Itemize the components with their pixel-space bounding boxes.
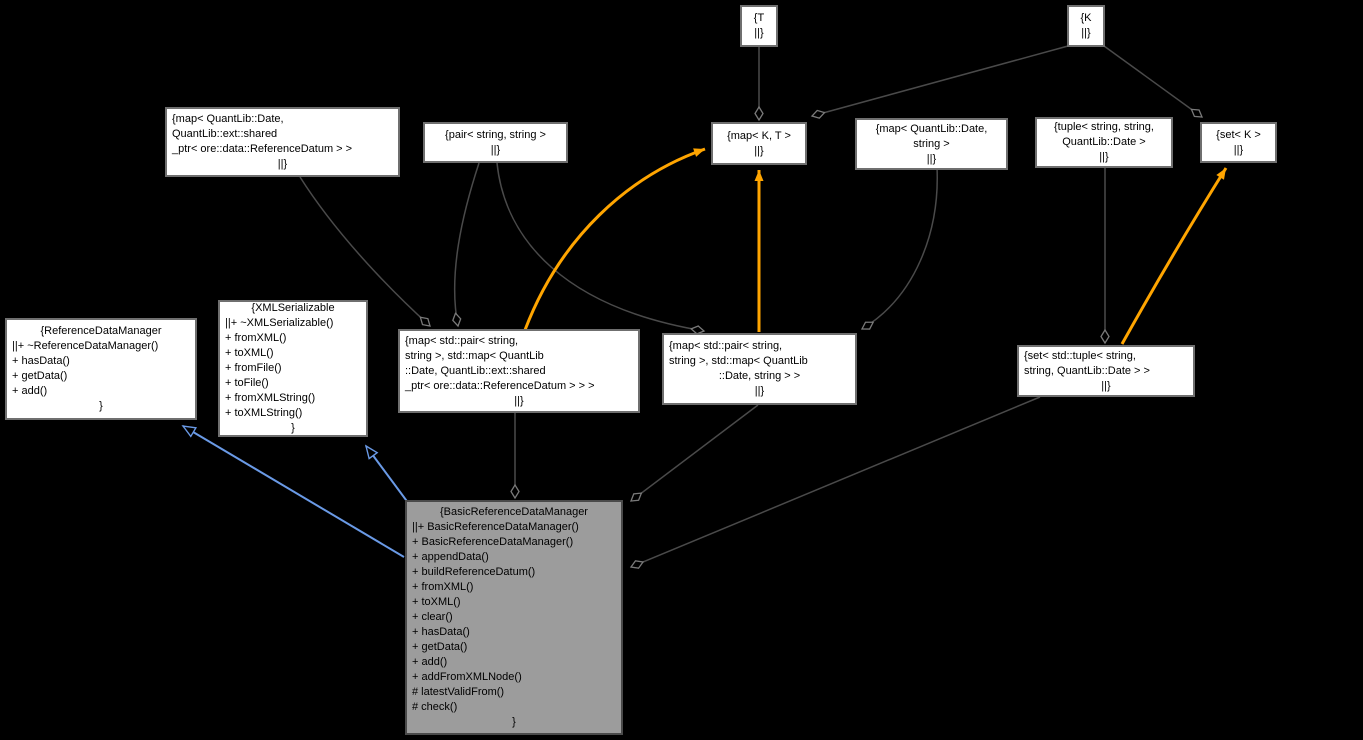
node-line: + toXMLString() xyxy=(225,407,303,419)
node-t[interactable]: {T ||} xyxy=(740,5,778,47)
node-tuple-string-string-date[interactable]: {tuple< string, string, QuantLib::Date >… xyxy=(1035,117,1173,168)
node-line: {set< K > xyxy=(1216,128,1261,141)
edge-basic-to-xml-serializable-inheritance xyxy=(364,444,410,505)
node-line: + hasData() xyxy=(412,626,470,638)
node-line: _ptr< ore::data::ReferenceDatum > > > xyxy=(405,379,595,392)
node-line: ||} xyxy=(1101,379,1111,392)
edge-pair-to-map-pair-map-refdatum xyxy=(455,162,480,326)
node-line: {map< QuantLib::Date, xyxy=(172,113,284,125)
node-line: # check() xyxy=(412,701,458,713)
node-line: string >, std::map< QuantLib xyxy=(669,355,808,367)
node-line: + fromXMLString() xyxy=(225,392,316,404)
edge-map-date-refdatum-to-map-pair-map-refdatum xyxy=(299,176,430,326)
edge-set-tuple-to-set-k-template xyxy=(1120,167,1228,345)
node-line: {map< std::pair< string, xyxy=(669,340,783,352)
node-line: {pair< string, string > xyxy=(445,128,546,141)
node-line: {XMLSerializable xyxy=(251,302,335,314)
node-line: ||} xyxy=(277,158,288,170)
node-line: ||+ ~XMLSerializable() xyxy=(225,317,334,329)
edge-map-pair-map-refdatum-to-map-k-t-template xyxy=(523,147,706,331)
node-map-k-t[interactable]: {map< K, T > ||} xyxy=(711,122,807,165)
node-line: ||} xyxy=(1081,27,1091,39)
node-line: # latestValidFrom() xyxy=(412,686,505,698)
node-line: + fromXML() xyxy=(225,332,287,344)
node-line: ||} xyxy=(754,27,764,39)
node-line: ||} xyxy=(926,152,937,165)
node-line: ::Date, string > > xyxy=(718,370,801,382)
node-line: ||+ ~ReferenceDataManager() xyxy=(12,340,159,352)
node-line: + add() xyxy=(12,385,48,397)
node-line: + BasicReferenceDataManager() xyxy=(412,536,574,548)
node-line: {set< std::tuple< string, xyxy=(1024,349,1136,362)
node-line: + addFromXMLNode() xyxy=(412,671,522,683)
edge-pair-to-map-pair-map-string xyxy=(496,162,704,331)
node-line: {T xyxy=(753,12,765,24)
node-line: + toXML() xyxy=(412,596,461,608)
node-line: ||} xyxy=(1099,151,1109,163)
edge-k-to-map-k-t xyxy=(812,45,1069,116)
node-k[interactable]: {K ||} xyxy=(1067,5,1105,47)
node-line: ||+ BasicReferenceDataManager() xyxy=(412,521,579,533)
node-map-date-refdatum[interactable]: {map< QuantLib::Date, QuantLib::ext::sha… xyxy=(165,107,400,177)
edge-k-to-set-k xyxy=(1103,45,1202,117)
node-line: {K xyxy=(1080,12,1092,24)
node-line: string >, std::map< QuantLib xyxy=(405,349,544,362)
edge-map-date-string-to-map-pair-map-string xyxy=(862,166,938,329)
node-map-date-string[interactable]: {map< QuantLib::Date, string > ||} xyxy=(855,118,1008,170)
node-line: + buildReferenceDatum() xyxy=(412,566,536,578)
node-set-k[interactable]: {set< K > ||} xyxy=(1200,122,1277,163)
node-line: } xyxy=(99,400,103,412)
node-line: + toXML() xyxy=(225,347,274,359)
node-line: + getData() xyxy=(12,370,68,382)
node-line: + clear() xyxy=(412,611,453,623)
node-basic-reference-data-manager[interactable]: {BasicReferenceDataManager ||+ BasicRefe… xyxy=(405,500,623,735)
edge-map-pair-map-string-to-basic xyxy=(631,404,759,501)
node-line: ||} xyxy=(754,385,765,397)
node-line: } xyxy=(512,716,516,728)
node-line: ::Date, QuantLib::ext::shared xyxy=(405,364,546,377)
node-line: _ptr< ore::data::ReferenceDatum > > xyxy=(172,143,353,155)
node-line: + add() xyxy=(412,656,448,668)
node-line: QuantLib::ext::shared xyxy=(172,128,278,140)
node-line: {map< std::pair< string, xyxy=(405,334,519,347)
node-line: } xyxy=(291,422,295,434)
node-line: ||} xyxy=(514,394,524,407)
node-line: QuantLib::Date > xyxy=(1062,136,1146,148)
edge-set-tuple-to-basic xyxy=(631,396,1041,567)
node-map-pair-map-refdatum[interactable]: {map< std::pair< string, string >, std::… xyxy=(398,329,640,413)
node-xml-serializable[interactable]: {XMLSerializable ||+ ~XMLSerializable() … xyxy=(218,300,368,437)
node-map-pair-map-string[interactable]: {map< std::pair< string, string >, std::… xyxy=(662,333,857,405)
node-line: ||} xyxy=(1233,143,1244,156)
node-line: + hasData() xyxy=(12,355,70,367)
node-set-tuple[interactable]: {set< std::tuple< string, string, QuantL… xyxy=(1017,345,1195,397)
node-line: {BasicReferenceDataManager xyxy=(440,506,588,518)
edge-basic-to-reference-data-manager-inheritance xyxy=(181,425,405,558)
node-line: string, QuantLib::Date > > xyxy=(1024,364,1150,377)
node-line: {map< QuantLib::Date, xyxy=(875,122,988,135)
node-line: + toFile() xyxy=(225,377,269,389)
node-line: + fromXML() xyxy=(412,581,474,593)
node-pair-string-string[interactable]: {pair< string, string > ||} xyxy=(423,122,568,163)
node-line: {ReferenceDataManager xyxy=(40,325,162,337)
node-line: string > xyxy=(913,137,950,150)
node-line: + fromFile() xyxy=(225,362,282,374)
node-line: + getData() xyxy=(412,641,468,653)
node-line: {tuple< string, string, xyxy=(1054,121,1154,133)
node-line: ||} xyxy=(490,143,501,156)
node-line: {map< K, T > xyxy=(727,129,791,142)
node-reference-data-manager[interactable]: {ReferenceDataManager ||+ ~ReferenceData… xyxy=(5,318,197,420)
node-line: + appendData() xyxy=(412,551,489,563)
node-line: ||} xyxy=(754,144,764,157)
